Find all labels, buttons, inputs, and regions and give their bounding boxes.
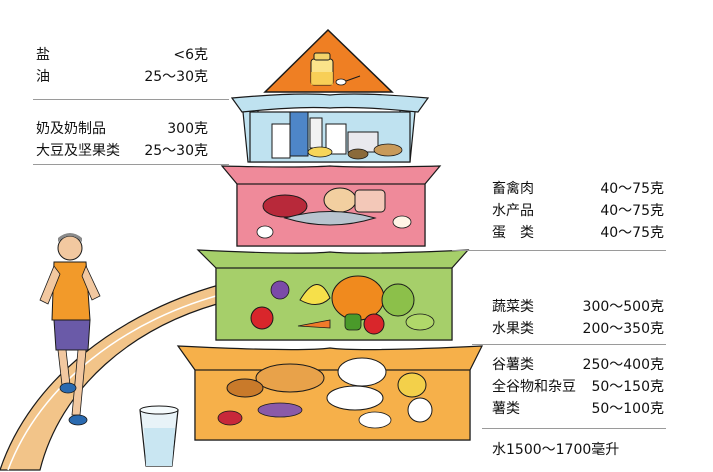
vegetable-fruit-icon [250,275,435,335]
tier-1-salt-oil [263,28,394,93]
food-name: 蔬菜类 [492,299,534,315]
food-amount: 50～100克 [591,401,664,417]
salt-spoon-icon [335,75,361,86]
food-name: 畜禽肉 [492,181,534,197]
food-amount: 25～30克 [144,69,208,85]
divider [452,250,666,251]
legend-row: 油 25～30克 [36,66,208,88]
food-amount: 250～400克 [582,357,664,373]
tier-2-dairy-soy [230,93,430,163]
food-name: 全谷物和杂豆 [492,379,576,395]
runner-figure [39,233,101,426]
legend-row: 蛋 类 40～75克 [492,222,664,244]
food-name: 水果类 [492,321,534,337]
dairy-icon [271,111,403,160]
food-amount: <6克 [173,47,208,63]
food-amount: 300～500克 [582,299,664,315]
tier-4-vegetable-fruit [196,249,470,341]
legend-row: 盐 <6克 [36,44,208,66]
food-name: 谷薯类 [492,357,534,373]
divider [33,164,229,165]
legend-row: 薯类 50～100克 [492,398,664,420]
food-amount: 40～75克 [600,181,664,197]
grain-icon [217,357,433,429]
food-amount: 50～150克 [591,379,664,395]
divider [472,344,666,345]
legend-row: 大豆及坚果类 25～30克 [36,140,208,162]
legend-row: 水产品 40～75克 [492,200,664,222]
food-name: 水产品 [492,203,534,219]
food-amount: 300克 [167,121,208,137]
food-amount: 40～75克 [600,203,664,219]
food-name: 盐 [36,47,50,63]
food-name: 薯类 [492,401,520,417]
food-amount: 40～75克 [600,225,664,241]
food-name: 奶及奶制品 [36,121,106,137]
oil-jar-icon [310,52,334,86]
divider [482,428,666,429]
vegetable-fruit-legend: 蔬菜类 300～500克 水果类 200～350克 [492,296,664,340]
track-lane [7,291,232,471]
meat-fish-egg-icon [256,187,412,239]
legend-row: 全谷物和杂豆 50～150克 [492,376,664,398]
legend-row: 水果类 200～350克 [492,318,664,340]
food-name: 油 [36,69,50,85]
legend-row: 谷薯类 250～400克 [492,354,664,376]
divider [33,99,229,100]
meat-fish-egg-legend: 畜禽肉 40～75克 水产品 40～75克 蛋 类 40～75克 [492,178,664,244]
grain-legend: 谷薯类 250～400克 全谷物和杂豆 50～150克 薯类 50～100克 [492,354,664,420]
legend-row: 蔬菜类 300～500克 [492,296,664,318]
tier-5-grain [176,345,483,441]
food-name: 蛋 类 [492,225,534,241]
legend-row: 畜禽肉 40～75克 [492,178,664,200]
food-name: 大豆及坚果类 [36,143,120,159]
salt-oil-legend: 盐 <6克 油 25～30克 [36,44,208,88]
water-intake: 水1500～1700毫升 [492,442,620,458]
water-glass [139,405,179,467]
legend-row: 奶及奶制品 300克 [36,118,208,140]
food-amount: 25～30克 [144,143,208,159]
dairy-soy-legend: 奶及奶制品 300克 大豆及坚果类 25～30克 [36,118,208,162]
tier-3-meat-fish-egg [220,165,442,247]
food-amount: 200～350克 [582,321,664,337]
